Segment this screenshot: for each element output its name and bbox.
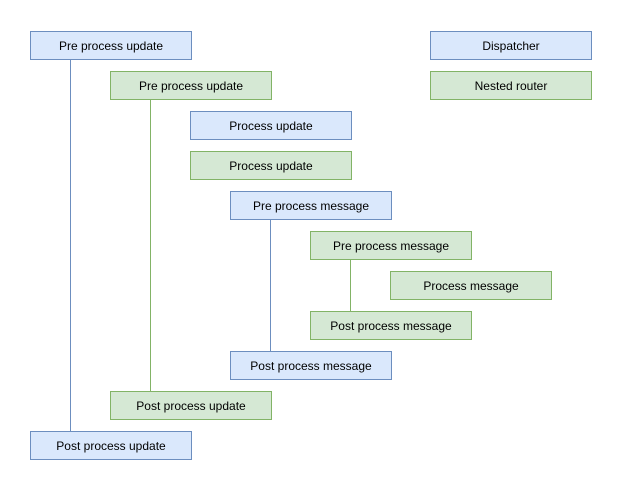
node-label: Process update (229, 158, 313, 173)
connector-message-blue[interactable] (270, 220, 271, 351)
connector-update-green[interactable] (150, 100, 151, 391)
node-post-process-update-green[interactable]: Post process update (110, 391, 272, 420)
node-label: Pre process update (58, 38, 164, 53)
node-label: Pre process update (138, 78, 244, 93)
node-label: Process update (229, 118, 313, 133)
node-label: Nested router (474, 78, 548, 93)
node-process-message-green[interactable]: Process message (390, 271, 552, 300)
node-pre-process-message-green[interactable]: Pre process message (310, 231, 472, 260)
node-label: Post process update (136, 398, 246, 413)
node-post-process-message-green[interactable]: Post process message (310, 311, 472, 340)
connector-update-blue[interactable] (70, 60, 71, 431)
connector-message-green[interactable] (350, 260, 351, 311)
node-dispatcher[interactable]: Dispatcher (430, 31, 592, 60)
node-label: Pre process message (252, 198, 370, 213)
node-label: Post process message (330, 318, 452, 333)
node-nested-router[interactable]: Nested router (430, 71, 592, 100)
node-label: Dispatcher (482, 38, 540, 53)
node-label: Post process update (56, 438, 166, 453)
node-post-process-update-blue[interactable]: Post process update (30, 431, 192, 460)
node-label: Pre process message (332, 238, 450, 253)
node-pre-process-update-green[interactable]: Pre process update (110, 71, 272, 100)
node-label: Process message (423, 278, 519, 293)
node-post-process-message-blue[interactable]: Post process message (230, 351, 392, 380)
node-pre-process-message-blue[interactable]: Pre process message (230, 191, 392, 220)
node-pre-process-update-blue[interactable]: Pre process update (30, 31, 192, 60)
node-process-update-blue[interactable]: Process update (190, 111, 352, 140)
node-label: Post process message (250, 358, 372, 373)
node-process-update-green[interactable]: Process update (190, 151, 352, 180)
